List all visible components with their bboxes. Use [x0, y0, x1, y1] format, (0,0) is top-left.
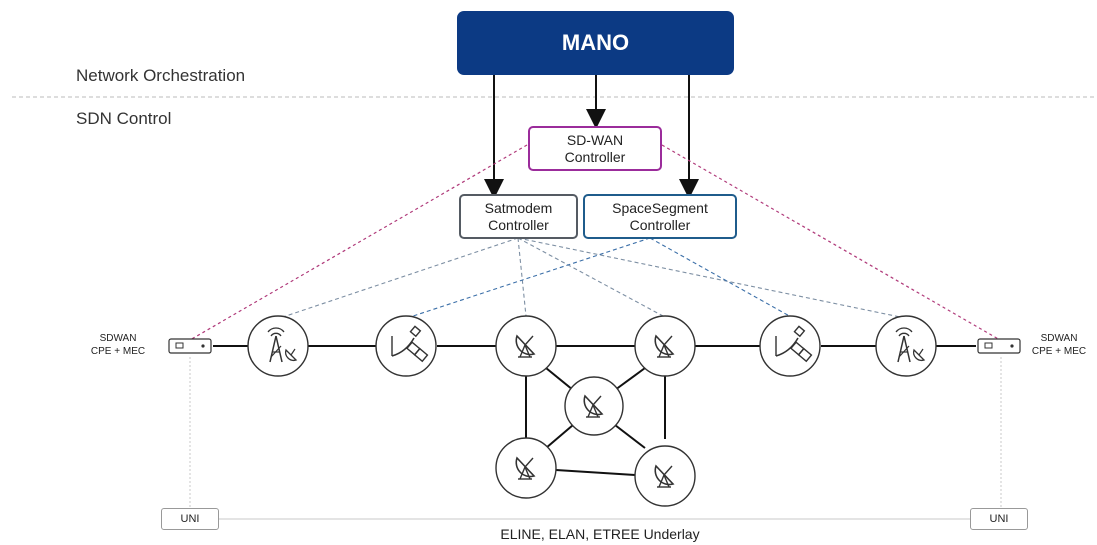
spacesegment-controller-line1: SpaceSegment — [612, 199, 708, 216]
spacesegment-controller-line2: Controller — [629, 216, 691, 233]
teleport-center-node[interactable] — [564, 376, 624, 436]
satellite-left-node[interactable] — [375, 315, 437, 377]
network-links — [213, 345, 976, 476]
ground-station-left-node[interactable] — [247, 315, 309, 377]
cpe-left-line2: CPE + MEC — [90, 346, 146, 357]
teleport-2-node[interactable] — [634, 315, 696, 377]
uni-left-label: UNI — [180, 513, 200, 525]
satmodem-controller-line2: Controller — [488, 216, 549, 233]
ground-station-right-node[interactable] — [875, 315, 937, 377]
satmodem-control-links — [279, 237, 906, 319]
cpe-left-line1: SDWAN — [99, 333, 137, 344]
spacesegment-control-links — [406, 237, 794, 319]
uni-right-box[interactable]: UNI — [970, 508, 1028, 530]
sdwan-controller-line1: SD-WAN — [566, 131, 624, 148]
cpe-right-label: SDWAN CPE + MEC — [1025, 332, 1093, 358]
network-orchestration-label: Network Orchestration — [76, 66, 246, 85]
satmodem-controller-box[interactable]: Satmodem Controller — [459, 194, 578, 239]
cpe-left-label: SDWAN CPE + MEC — [84, 332, 152, 358]
mano-box[interactable]: MANO — [457, 11, 734, 75]
cpe-right-line1: SDWAN — [1040, 333, 1078, 344]
sdn-control-label: SDN Control — [76, 109, 172, 128]
underlay-label: ELINE, ELAN, ETREE Underlay — [500, 526, 700, 542]
teleport-4-node[interactable] — [634, 445, 696, 507]
uni-links — [189, 357, 1002, 520]
cpe-left-device[interactable] — [168, 338, 212, 354]
uni-left-box[interactable]: UNI — [161, 508, 219, 530]
sdwan-cpe-right-link — [661, 144, 1001, 341]
cpe-right-line2: CPE + MEC — [1031, 346, 1087, 357]
satellite-right-node[interactable] — [759, 315, 821, 377]
sdwan-cpe-left-link — [189, 144, 528, 341]
sdwan-controller-line2: Controller — [564, 148, 626, 165]
mano-label: MANO — [561, 30, 630, 55]
sdwan-controller-box[interactable]: SD-WAN Controller — [528, 126, 662, 171]
spacesegment-controller-box[interactable]: SpaceSegment Controller — [583, 194, 737, 239]
satmodem-controller-line1: Satmodem — [484, 199, 553, 216]
teleport-1-node[interactable] — [495, 315, 557, 377]
teleport-3-node[interactable] — [495, 437, 557, 499]
cpe-right-device[interactable] — [977, 338, 1021, 354]
uni-right-label: UNI — [989, 513, 1009, 525]
